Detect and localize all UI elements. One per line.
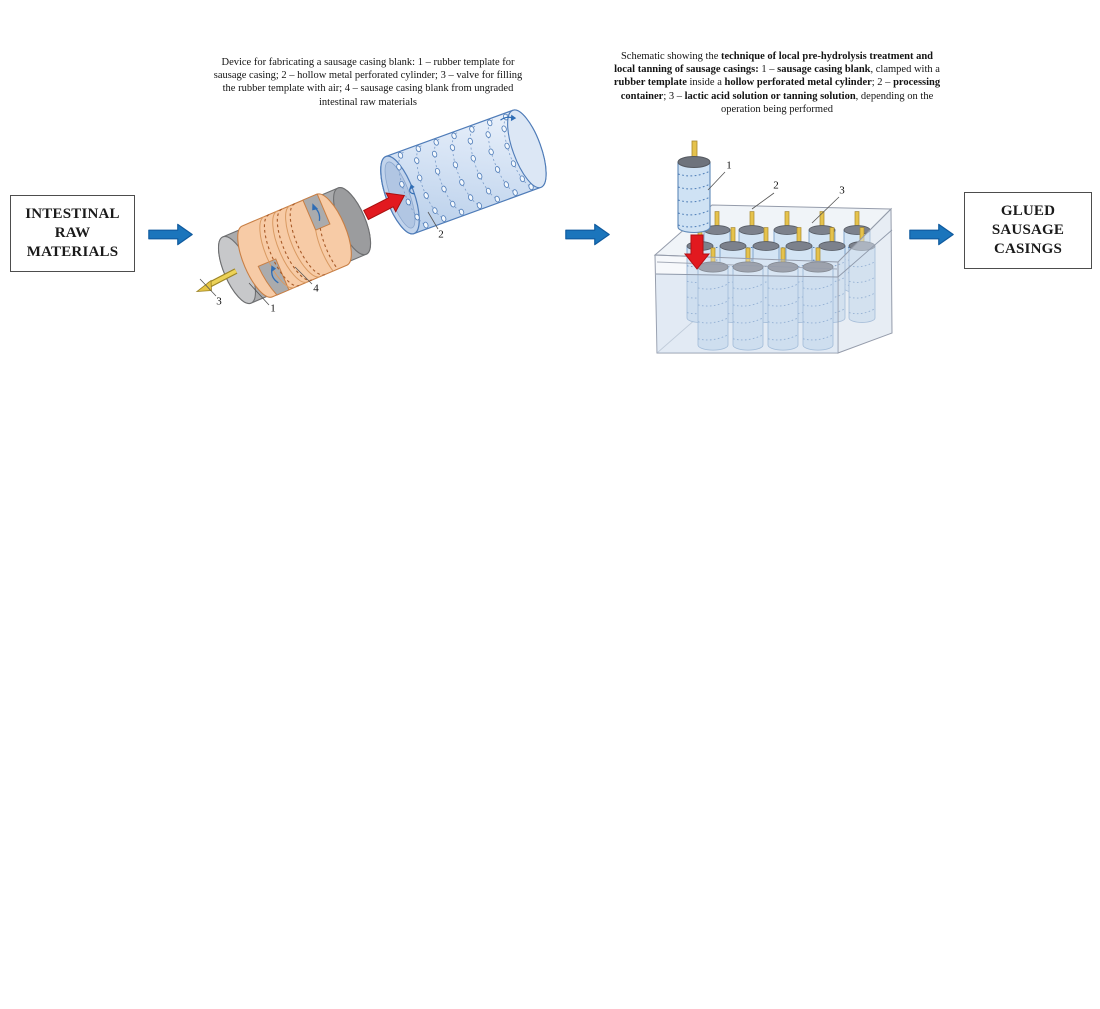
fig2-caption: Schematic showing the technique of local… xyxy=(602,50,952,116)
input-box-line: INTESTINAL xyxy=(25,206,120,222)
output-box-line: SAUSAGE xyxy=(991,222,1065,238)
processing-container-illustration xyxy=(653,140,893,354)
processing-container-figure: 1 2 3 xyxy=(645,138,910,365)
perforation-holes xyxy=(396,113,536,229)
output-box-line: CASINGS xyxy=(993,241,1063,257)
fabrication-device-figure: 3 1 4 2 xyxy=(185,108,550,330)
caption-line: container; 3 – lactic acid solution or t… xyxy=(620,90,934,102)
label-casing-blank: 1 xyxy=(726,159,732,172)
input-box-line: RAW xyxy=(54,225,91,241)
input-box: INTESTINAL RAW MATERIALS xyxy=(10,195,135,272)
caption-line: operation being performed xyxy=(721,103,833,115)
caption-line: Device for fabricating a sausage casing … xyxy=(221,57,515,68)
label-valve: 3 xyxy=(216,295,222,308)
flow-arrow-icon xyxy=(565,223,610,246)
fig1-caption: Device for fabricating a sausage casing … xyxy=(193,56,543,109)
fabrication-device-illustration xyxy=(195,109,547,306)
caption-line: Schematic showing the technique of local… xyxy=(620,51,934,62)
leader-lines xyxy=(707,171,840,224)
caption-line: rubber template inside a hollow perforat… xyxy=(613,77,941,89)
caption-line: intestinal raw materials xyxy=(319,96,417,108)
leader-lines xyxy=(199,211,439,306)
flow-arrow-icon xyxy=(909,223,954,246)
output-box-line: GLUED xyxy=(1000,203,1056,219)
flow-arrow-icon xyxy=(148,223,193,246)
input-box-line: MATERIALS xyxy=(26,244,119,260)
label-casing-blank: 4 xyxy=(313,282,319,295)
label-processing-container: 2 xyxy=(773,179,779,192)
rubber-template-device xyxy=(217,187,372,305)
caption-line: local tanning of sausage casings: 1 – sa… xyxy=(614,64,940,76)
red-down-arrow xyxy=(683,234,711,270)
label-solution: 3 xyxy=(839,184,845,197)
valve-arrow xyxy=(195,268,238,292)
processing-container-front xyxy=(654,207,893,354)
label-perforated-cylinder: 2 xyxy=(438,228,444,241)
red-arrow xyxy=(363,192,406,221)
output-box: GLUED SAUSAGE CASINGS xyxy=(964,192,1092,269)
label-rubber-template: 1 xyxy=(270,302,276,315)
perforated-cylinder xyxy=(380,109,547,235)
caption-line: sausage casing; 2 – hollow metal perfora… xyxy=(213,70,523,82)
casing-blank-cylinder xyxy=(677,140,711,234)
caption-line: the rubber template with air; 4 – sausag… xyxy=(222,83,514,95)
